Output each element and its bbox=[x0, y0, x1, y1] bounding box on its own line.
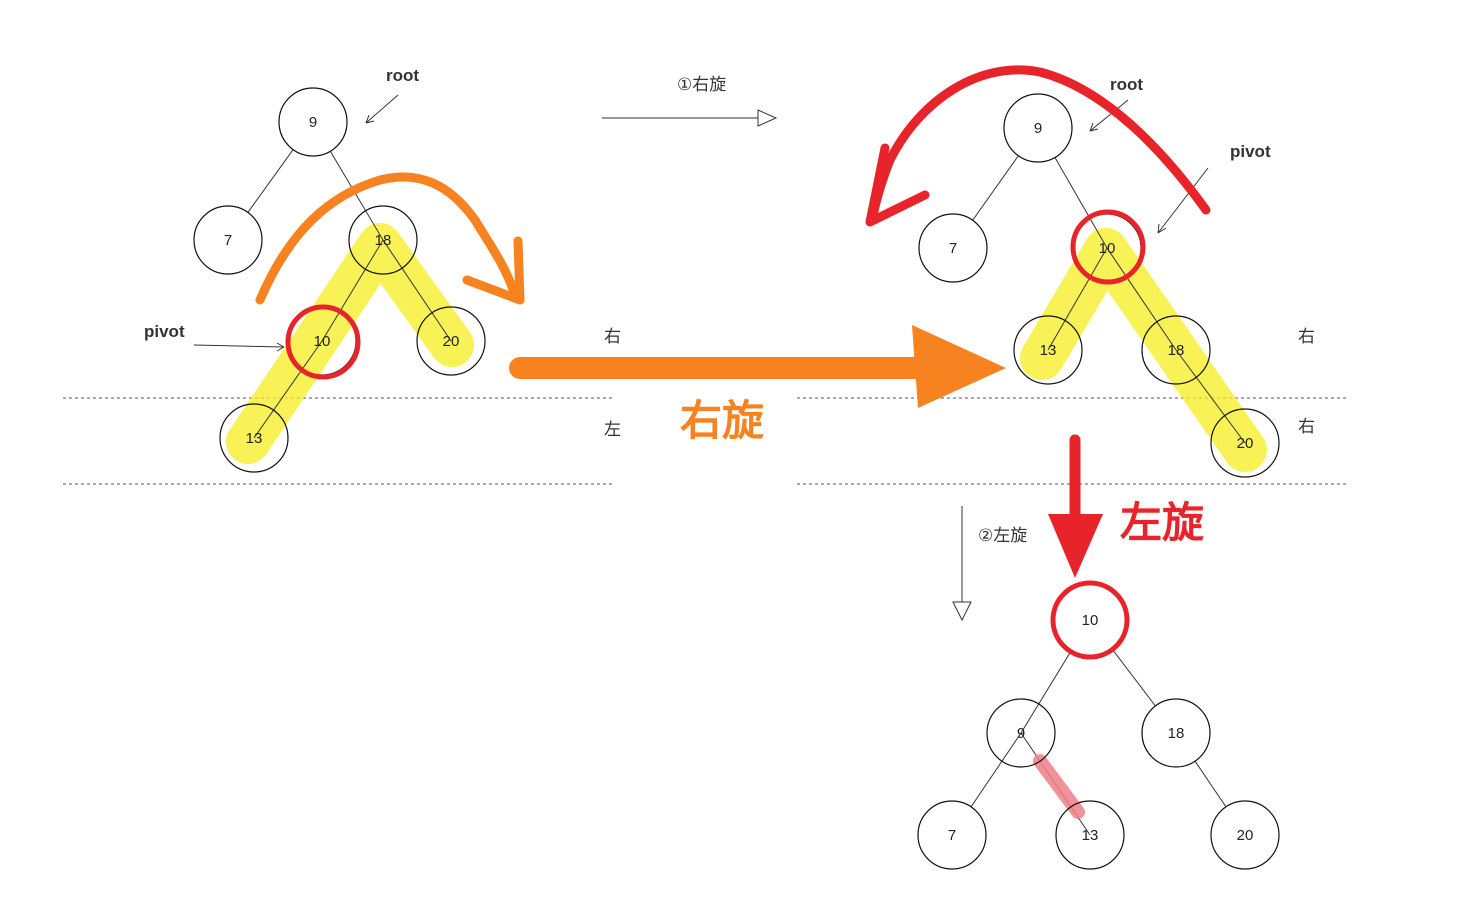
tree3: 10 9 18 7 13 20 bbox=[917, 580, 1280, 870]
tree2-highlight bbox=[1020, 228, 1267, 472]
tree2-node-20: 20 bbox=[1210, 408, 1280, 478]
tree1-pivot-label: pivot bbox=[144, 322, 185, 341]
tree3-node-18: 18 bbox=[1141, 698, 1211, 768]
svg-text:9: 9 bbox=[1017, 725, 1025, 742]
svg-text:9: 9 bbox=[1034, 120, 1042, 137]
tree2-node-9: 9 bbox=[1003, 93, 1073, 163]
tree2-root-label: root bbox=[1110, 75, 1143, 94]
tree2-node-7: 7 bbox=[918, 213, 988, 283]
rotate-right-label: 右旋 bbox=[680, 396, 764, 445]
svg-text:18: 18 bbox=[1168, 725, 1185, 742]
svg-text:13: 13 bbox=[1082, 827, 1099, 844]
step2-arrow: ②左旋 bbox=[952, 506, 1027, 622]
t2-right-label-1: 右 bbox=[1298, 327, 1315, 347]
svg-text:18: 18 bbox=[1168, 342, 1185, 359]
tree2-pivot-label: pivot bbox=[1230, 142, 1271, 161]
step1-arrow: ①右旋 bbox=[602, 75, 778, 127]
svg-text:13: 13 bbox=[246, 430, 263, 447]
svg-text:18: 18 bbox=[375, 232, 392, 249]
tree2-red-curve bbox=[867, 65, 1211, 225]
svg-text:7: 7 bbox=[224, 232, 232, 249]
svg-text:20: 20 bbox=[443, 333, 460, 350]
svg-text:13: 13 bbox=[1040, 342, 1057, 359]
svg-text:10: 10 bbox=[1099, 240, 1116, 257]
tree2-node-10: 10 bbox=[1070, 209, 1146, 285]
tree1-orange-curve bbox=[255, 172, 520, 305]
svg-text:10: 10 bbox=[314, 333, 331, 350]
t1-right-label: 右 bbox=[604, 327, 621, 347]
tree1: 9 7 18 10 20 13 root pivot bbox=[144, 66, 525, 473]
tree1-node-18: 18 bbox=[348, 205, 418, 275]
step2-label: ②左旋 bbox=[978, 526, 1027, 546]
tree1-node-7: 7 bbox=[193, 205, 263, 275]
big-orange-arrow bbox=[509, 325, 1006, 408]
rotate-left-label: 左旋 bbox=[1120, 498, 1204, 547]
tree1-node-10: 10 bbox=[285, 304, 361, 380]
tree3-node-20: 20 bbox=[1210, 800, 1280, 870]
dashed-lines bbox=[63, 397, 1348, 485]
tree1-node-20: 20 bbox=[416, 306, 486, 376]
svg-text:20: 20 bbox=[1237, 435, 1254, 452]
tree3-pink-highlight bbox=[1033, 754, 1085, 819]
tree2: 9 7 10 13 18 20 root pivot bbox=[865, 65, 1280, 478]
svg-text:20: 20 bbox=[1237, 827, 1254, 844]
tree3-node-9: 9 bbox=[986, 698, 1056, 768]
tree1-root-label: root bbox=[386, 66, 419, 85]
tree2-node-18: 18 bbox=[1141, 315, 1211, 385]
tree3-node-10: 10 bbox=[1050, 580, 1130, 660]
tree3-node-13: 13 bbox=[1055, 800, 1125, 870]
tree3-node-7: 7 bbox=[917, 800, 987, 870]
tree1-node-9: 9 bbox=[278, 87, 348, 157]
t2-right-label-2: 右 bbox=[1298, 417, 1315, 437]
tree1-node-13: 13 bbox=[219, 403, 289, 473]
t1-left-label: 左 bbox=[604, 420, 621, 440]
big-red-arrow bbox=[1048, 434, 1103, 578]
tree2-node-13: 13 bbox=[1013, 315, 1083, 385]
step1-label: ①右旋 bbox=[677, 75, 726, 95]
svg-text:10: 10 bbox=[1082, 612, 1099, 629]
svg-text:9: 9 bbox=[309, 114, 317, 131]
svg-text:7: 7 bbox=[948, 827, 956, 844]
svg-text:7: 7 bbox=[949, 240, 957, 257]
